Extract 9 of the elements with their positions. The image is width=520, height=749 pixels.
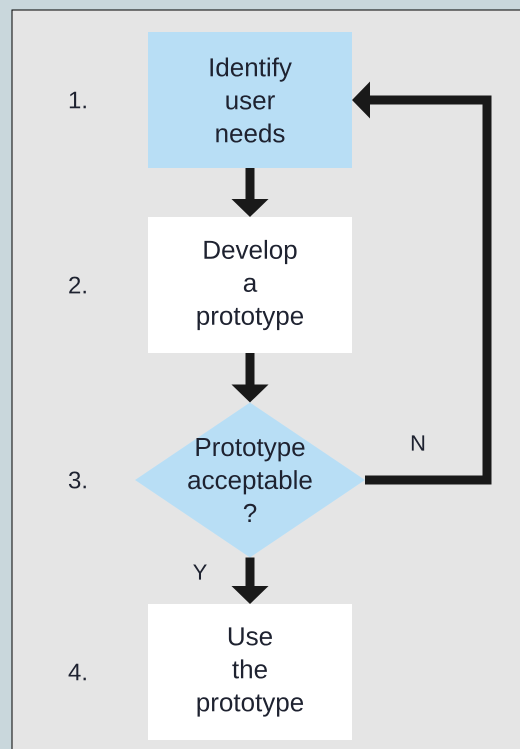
- process-box: Use the prototype: [148, 604, 352, 740]
- process-box: Develop a prototype: [148, 217, 352, 353]
- edge-label: Y: [192, 563, 208, 581]
- edge-label: N: [409, 434, 427, 452]
- process-box: Identify user needs: [148, 32, 352, 168]
- step-number: 3.: [68, 472, 86, 488]
- step-number: 4.: [68, 664, 86, 680]
- step-number: 1.: [70, 92, 86, 108]
- step-number: 2.: [69, 276, 86, 294]
